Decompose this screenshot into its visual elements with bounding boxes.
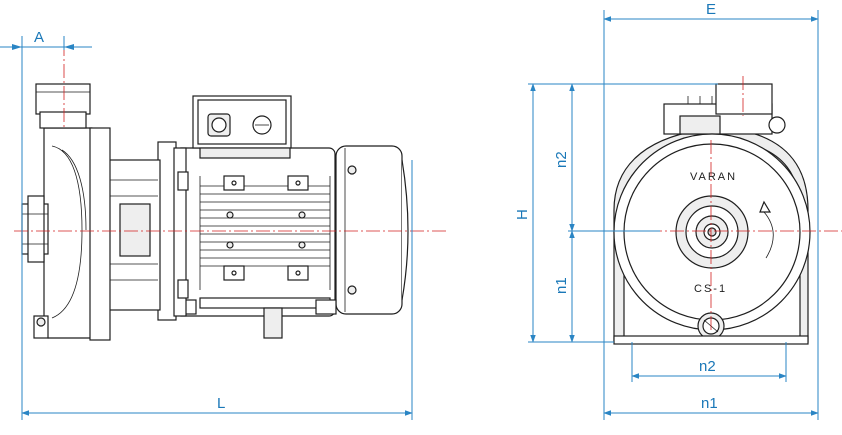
rotation-arrow-icon: [763, 211, 774, 259]
dimension-n1-horizontal-label: n1: [701, 395, 718, 412]
fan-cover: [335, 145, 409, 315]
side-view: A L: [0, 29, 448, 420]
dimension-h: H: [514, 83, 536, 343]
terminal-box: [192, 95, 292, 159]
dimension-e-label: E: [706, 1, 716, 18]
dimension-a-label: A: [34, 29, 44, 46]
dimension-n2-horizontal: n2: [631, 358, 787, 379]
dimension-n2-vertical: n2: [553, 83, 575, 232]
dimension-n2-vertical-label: n2: [553, 151, 570, 168]
model-engraving: CS-1: [694, 283, 727, 295]
dimension-e: E: [603, 1, 819, 22]
dimension-a: A: [0, 29, 92, 84]
brand-engraving: VARAN: [690, 171, 737, 183]
dimension-l: L: [21, 50, 413, 420]
pump-face: VARAN CS-1: [613, 133, 811, 331]
dimension-h-label: H: [514, 209, 531, 220]
front-view: VARAN CS-1 E: [514, 1, 842, 420]
dimension-n1-horizontal: n1: [603, 395, 819, 416]
base-front: [613, 335, 809, 345]
dimension-n2-horizontal-label: n2: [699, 358, 716, 375]
cooling-fins: [200, 185, 330, 267]
motor-feet: [175, 297, 337, 339]
terminal-box-top: [663, 83, 786, 135]
dimension-n1-vertical: n1: [553, 230, 575, 343]
motor-body: [174, 147, 336, 317]
dimension-n1-vertical-label: n1: [553, 277, 570, 294]
discharge-port: [35, 83, 91, 129]
pump-casing: [21, 127, 111, 341]
dimension-l-label: L: [217, 395, 225, 412]
drain-plug: [33, 315, 49, 339]
